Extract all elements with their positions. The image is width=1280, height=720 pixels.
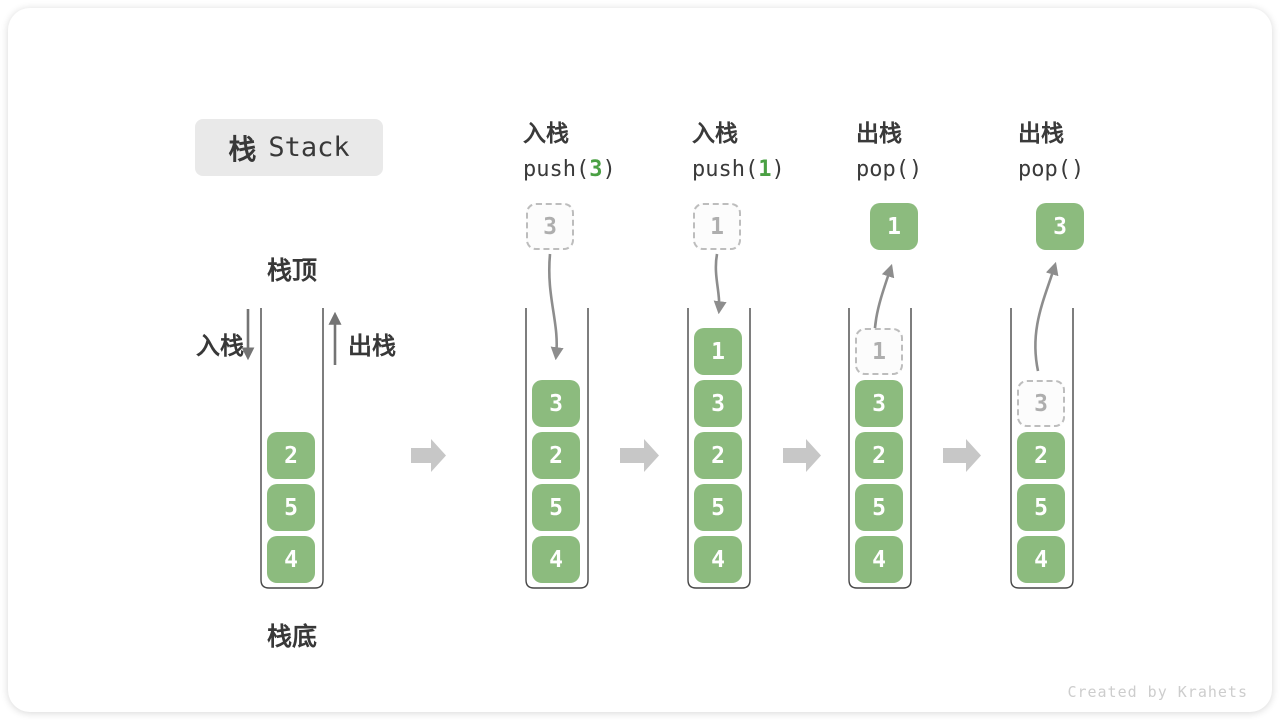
operation-code: push(1) [692, 157, 785, 182]
stack-cell: 4 [1017, 536, 1065, 583]
operation-header-push1: 入栈 push(1) [692, 114, 785, 182]
stack-cell: 2 [267, 432, 315, 479]
diagram-lines-layer [241, 253, 1074, 589]
stack-container-push3 [525, 308, 589, 589]
stack-cell: 3 [855, 380, 903, 427]
figure-title-zh: 栈 [228, 132, 257, 166]
stack-cell: 5 [532, 484, 580, 531]
stack-container-initial [260, 308, 324, 589]
popped-value-box: 3 [1036, 203, 1084, 250]
stack-container-pop3 [1010, 308, 1074, 589]
code-pre: pop() [856, 157, 923, 182]
stack-cell: 4 [532, 536, 580, 583]
figure-title-en: Stack [268, 132, 350, 163]
operation-header-push3: 入栈 push(3) [523, 114, 616, 182]
figure-card: 栈 Stack 栈顶 栈底 入栈 出栈 入栈 push(3) 入栈 push(1… [8, 8, 1272, 712]
operation-label: 入栈 [692, 121, 738, 147]
operation-label: 出栈 [1018, 121, 1064, 147]
operation-header-pop3: 出栈 pop() [1018, 114, 1084, 182]
stack-cell: 2 [1017, 432, 1065, 479]
code-arg: 3 [589, 157, 603, 182]
pop3-motion-arrow-icon [1034, 261, 1059, 372]
push1-motion-arrow-icon [713, 253, 727, 315]
stack-cell: 4 [267, 536, 315, 583]
step-arrow-icon-2 [620, 439, 659, 472]
removed-slot-box: 3 [1017, 380, 1065, 427]
stack-bottom-label: 栈底 [266, 622, 317, 651]
operation-code: pop() [1018, 157, 1084, 182]
code-pre: push( [692, 157, 759, 182]
stack-cell: 2 [855, 432, 903, 479]
figure-title: 栈 Stack [195, 119, 383, 176]
watermark-credit: Created by Krahets [1067, 683, 1248, 701]
incoming-value-box: 1 [693, 203, 741, 250]
operation-code: pop() [856, 157, 922, 182]
code-pre: push( [523, 157, 590, 182]
stack-container-push1 [687, 308, 751, 589]
stack-cell: 4 [694, 536, 742, 583]
stack-cell: 4 [855, 536, 903, 583]
stack-cell: 5 [1017, 484, 1065, 531]
operation-label: 入栈 [523, 121, 569, 147]
push3-motion-arrow-icon [548, 253, 564, 361]
incoming-value-box: 3 [526, 203, 574, 250]
step-arrow-icon-4 [943, 439, 981, 472]
stack-cell: 5 [855, 484, 903, 531]
stack-cell: 5 [267, 484, 315, 531]
removed-slot-box: 1 [855, 328, 903, 375]
stack-container-pop1 [848, 308, 912, 589]
pop-side-label: 出栈 [348, 332, 396, 360]
push-side-label: 入栈 [196, 332, 244, 360]
popped-value-box: 1 [870, 203, 918, 250]
code-post: ) [602, 157, 616, 182]
stack-cell: 1 [694, 328, 742, 375]
stack-cell: 2 [532, 432, 580, 479]
code-pre: pop() [1018, 157, 1085, 182]
stack-cell: 3 [532, 380, 580, 427]
stack-cell: 2 [694, 432, 742, 479]
operation-label: 出栈 [856, 121, 902, 147]
operation-code: push(3) [523, 157, 616, 182]
code-arg: 1 [758, 157, 772, 182]
stack-top-label: 栈顶 [266, 256, 317, 285]
step-arrow-icon-3 [783, 439, 821, 472]
stack-cell: 5 [694, 484, 742, 531]
stack-cell: 3 [694, 380, 742, 427]
step-arrow-icon-1 [411, 439, 446, 472]
operation-header-pop1: 出栈 pop() [856, 114, 922, 182]
code-post: ) [771, 157, 785, 182]
